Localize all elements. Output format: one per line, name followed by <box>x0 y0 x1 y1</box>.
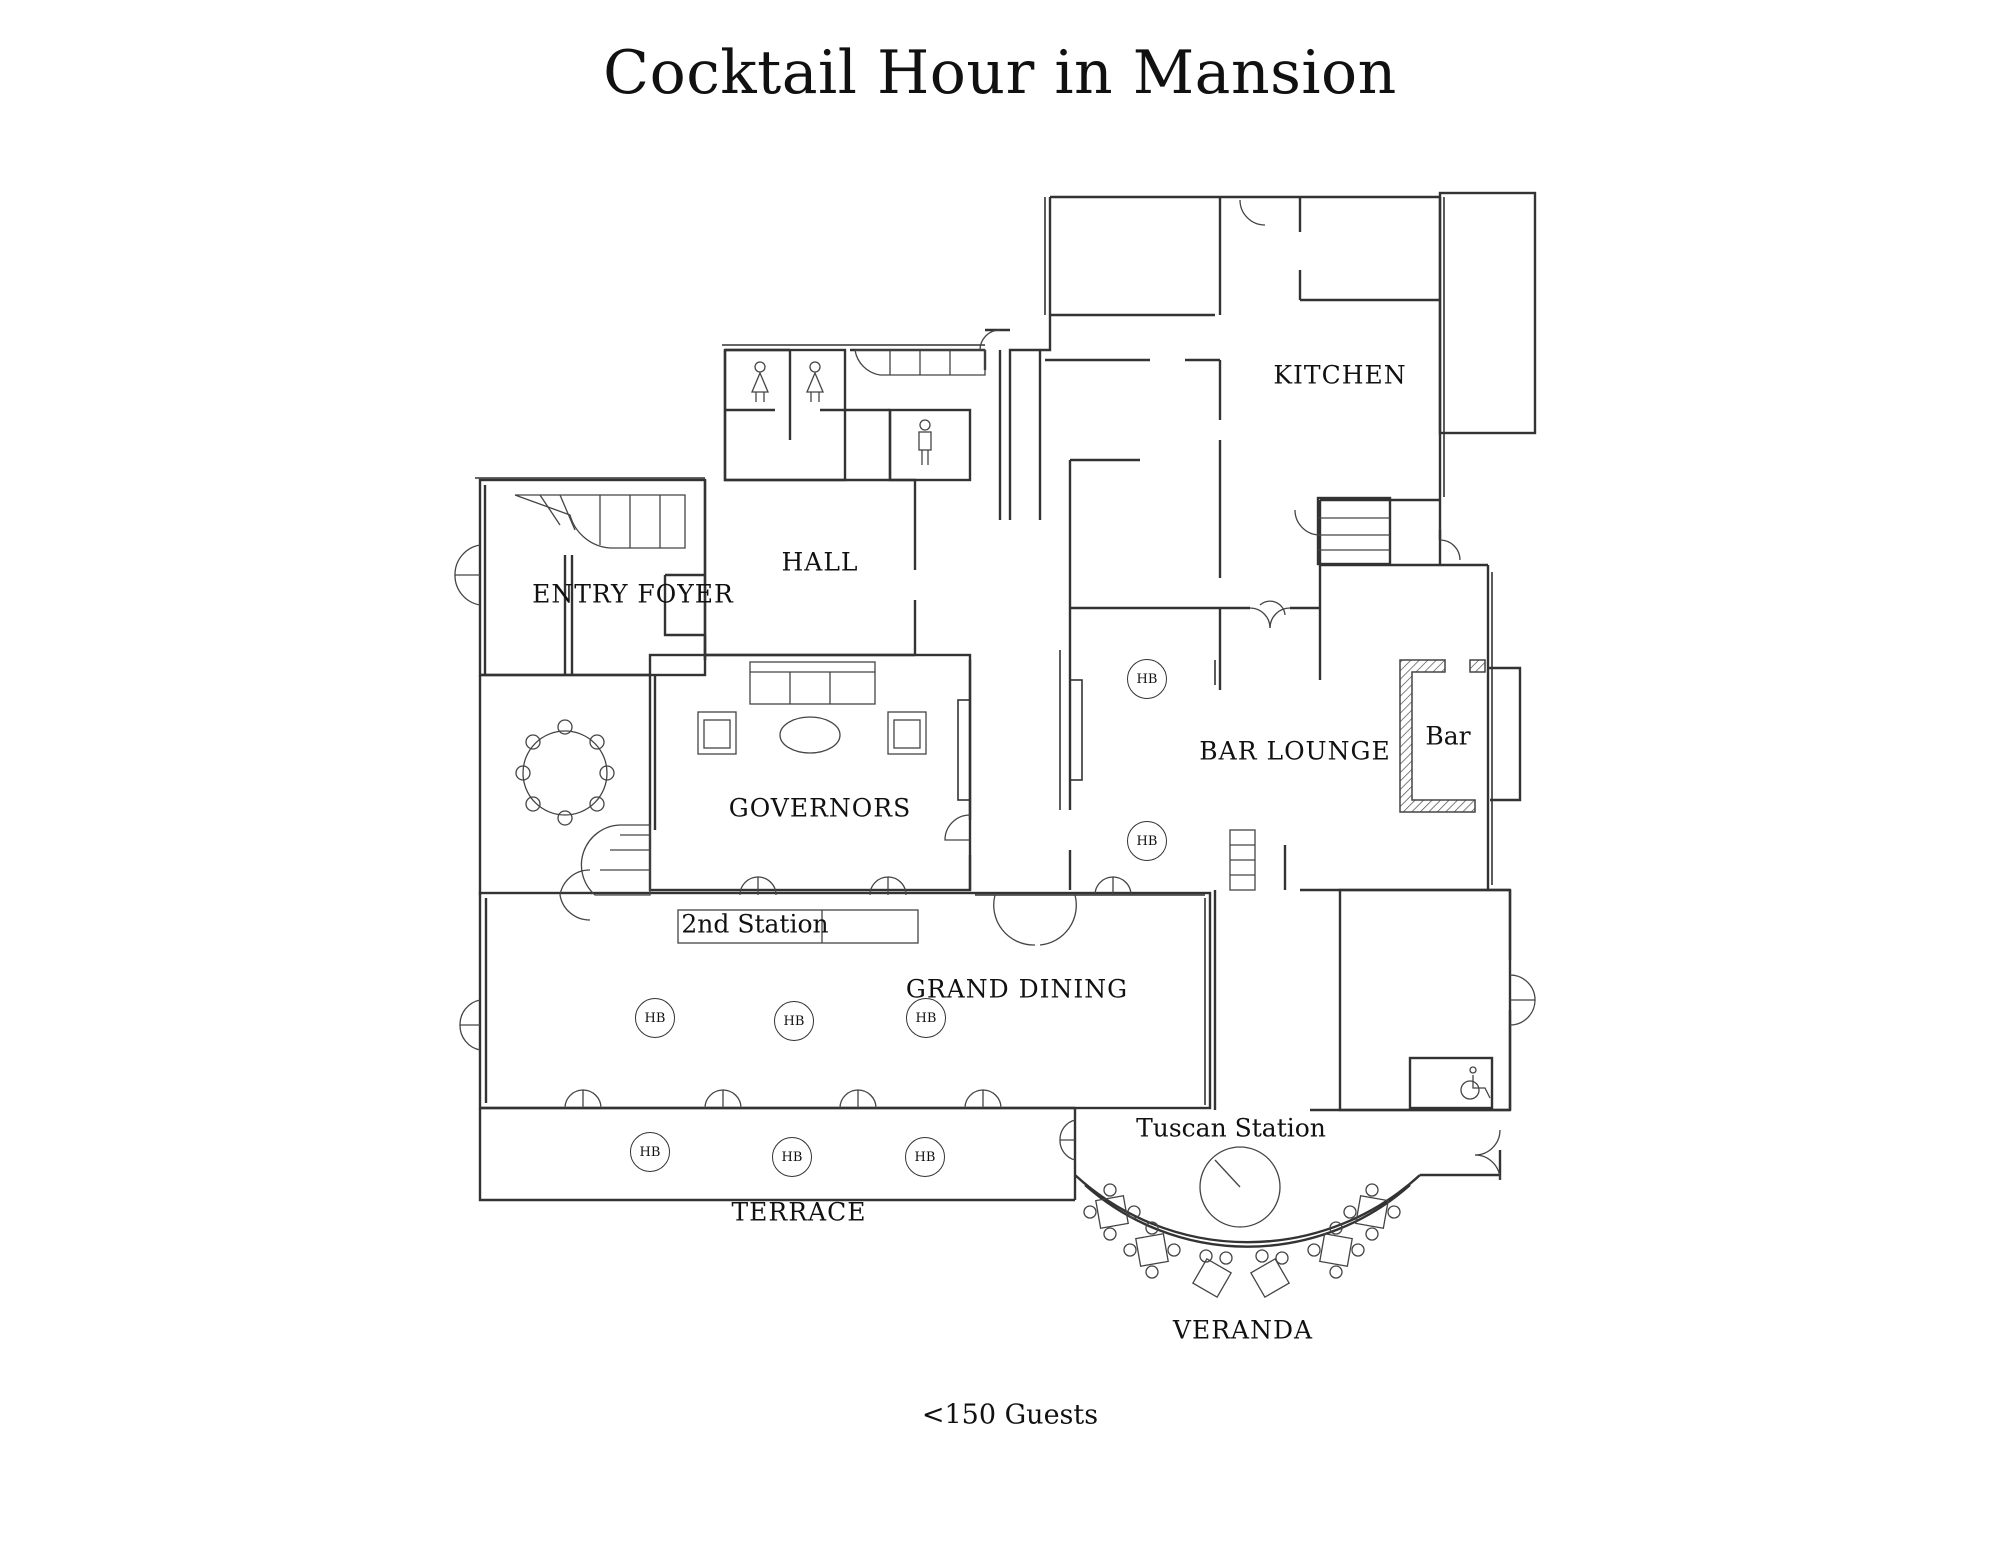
room-label-bar: Bar <box>1425 721 1471 751</box>
accessible-icon <box>1460 1066 1491 1100</box>
room-label-kitchen: KITCHEN <box>1273 360 1407 390</box>
furniture <box>515 661 1401 1299</box>
restroom-men-icon <box>918 419 932 465</box>
station-label-2nd: 2nd Station <box>681 909 829 939</box>
highboy-marker: HB <box>772 1137 812 1177</box>
room-label-grand-dining: GRAND DINING <box>905 974 1129 1004</box>
highboy-marker: HB <box>1127 659 1167 699</box>
doors <box>454 199 1536 1181</box>
room-label-veranda: VERANDA <box>1172 1315 1314 1345</box>
room-label-terrace: TERRACE <box>731 1197 867 1227</box>
guest-capacity: <150 Guests <box>921 1399 1099 1431</box>
room-label-hall: HALL <box>781 547 859 577</box>
restroom-women-icon <box>751 361 769 402</box>
stairs-icon <box>514 349 1390 896</box>
interior-details <box>475 197 1493 1105</box>
restroom-women-icon <box>806 361 824 402</box>
highboy-marker: HB <box>906 998 946 1038</box>
highboy-marker: HB <box>630 1132 670 1172</box>
page-title: Cocktail Hour in Mansion <box>603 38 1397 108</box>
room-label-entry-foyer: ENTRY FOYER <box>532 579 734 609</box>
walls <box>478 191 1537 1248</box>
highboy-marker: HB <box>905 1137 945 1177</box>
highboy-marker: HB <box>774 1001 814 1041</box>
room-label-governors: GOVERNORS <box>728 793 912 823</box>
bar-counter <box>1399 659 1486 813</box>
highboy-marker: HB <box>635 998 675 1038</box>
highboy-marker: HB <box>1127 821 1167 861</box>
station-label-tuscan: Tuscan Station <box>1136 1113 1326 1143</box>
room-label-bar-lounge: BAR LOUNGE <box>1199 736 1391 766</box>
